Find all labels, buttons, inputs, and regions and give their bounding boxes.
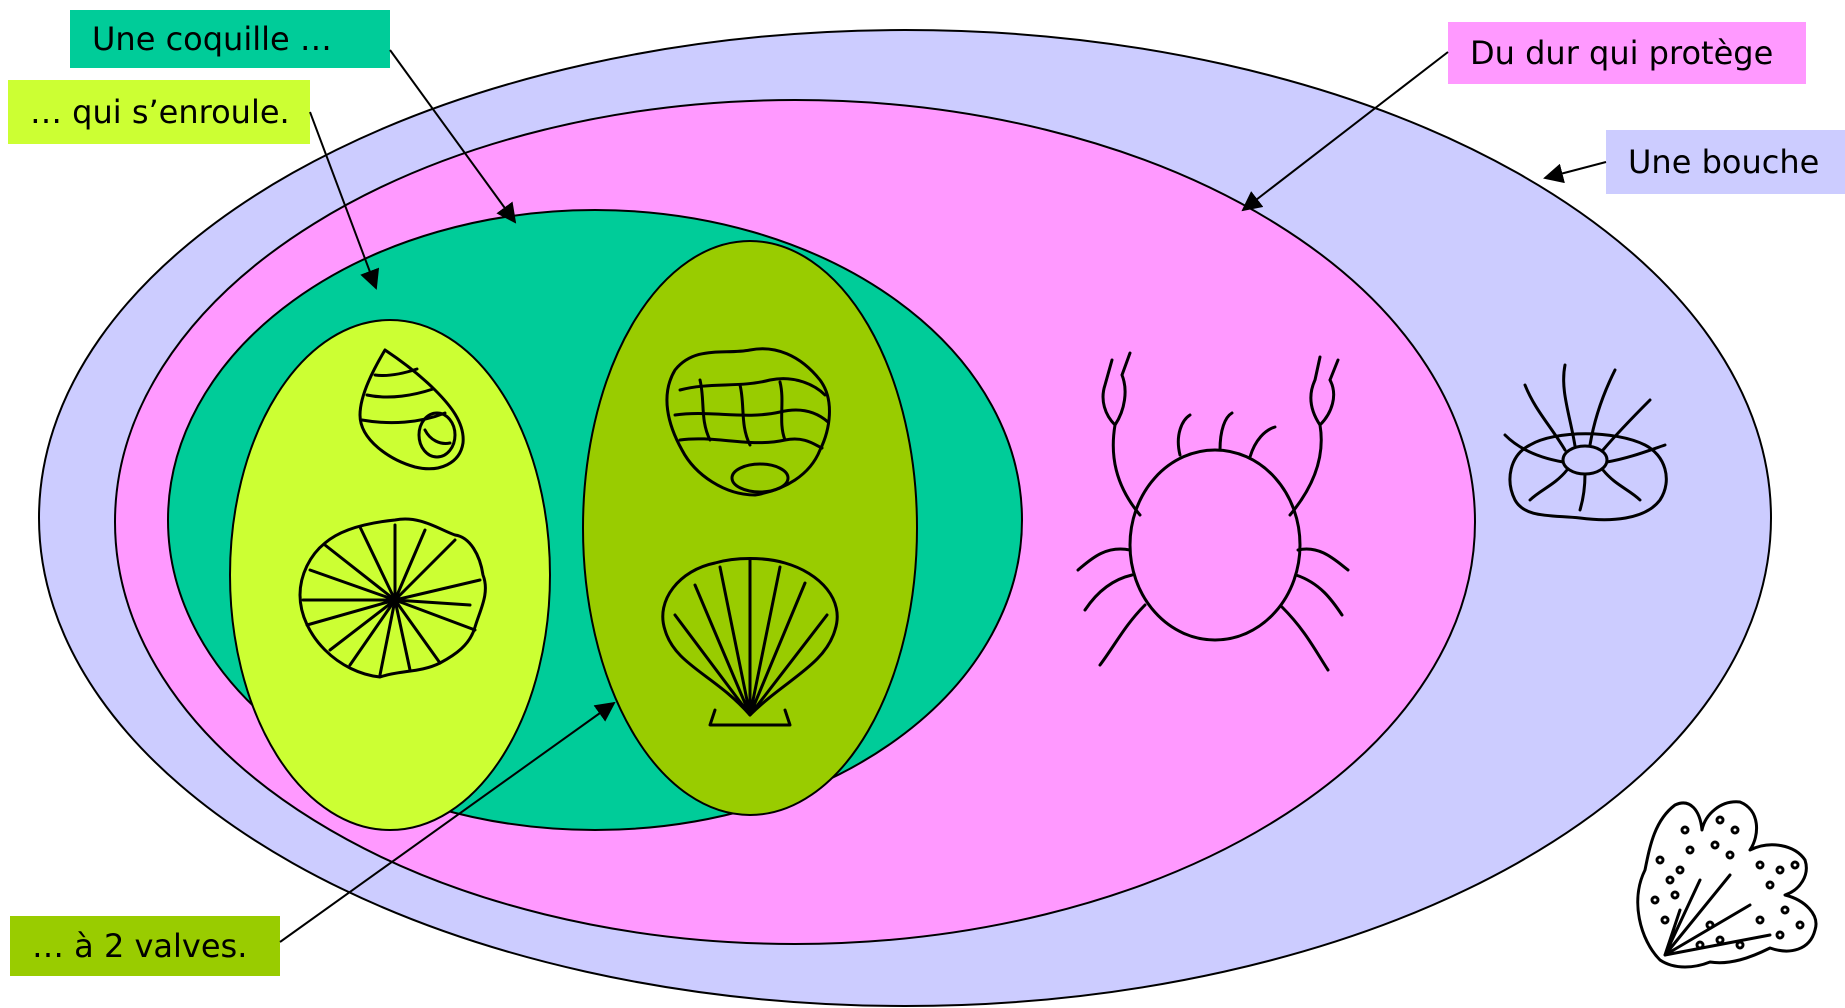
label-coquille: Une coquille …: [70, 10, 390, 68]
arrow-bouche: [1545, 162, 1606, 178]
set-valves: [583, 241, 917, 815]
bryozoan-icon: [1638, 802, 1816, 967]
label-valves: … à 2 valves.: [10, 916, 280, 976]
label-bouche: Une bouche: [1606, 130, 1845, 194]
label-enroule: … qui s’enroule.: [8, 80, 310, 144]
label-dur: Du dur qui protège: [1448, 22, 1806, 84]
